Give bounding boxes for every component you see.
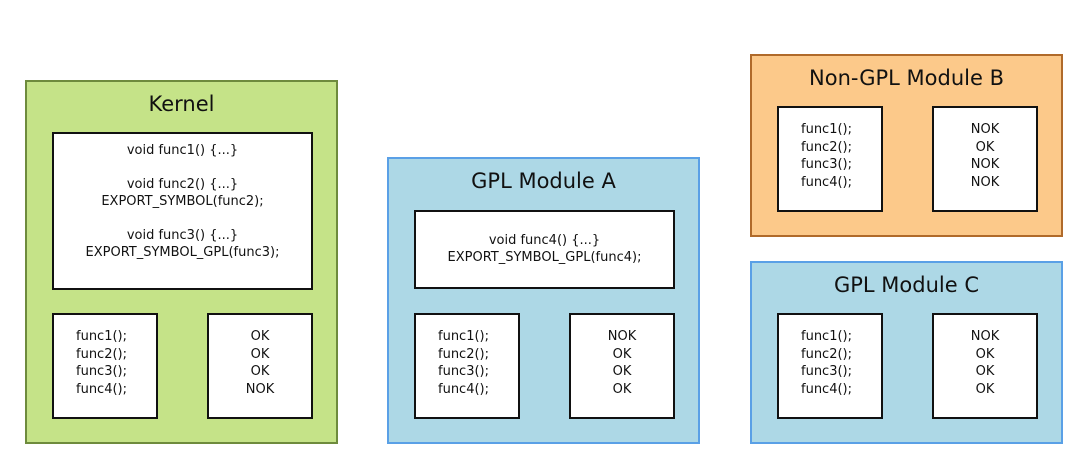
kernel-code-box: void func1() {...} void func2() {...} EX… (52, 132, 313, 290)
code-line: void func1() {...} (126, 143, 239, 158)
gpl-module-c-status-box: NOK OK OK OK (932, 313, 1038, 419)
call-item: func2(); (76, 346, 127, 362)
status-item: NOK (245, 381, 275, 397)
gpl-module-a-code-box: void func4() {...} EXPORT_SYMBOL_GPL(fun… (414, 210, 675, 289)
gpl-module-c: GPL Module C func1(); func2(); func3(); … (750, 261, 1063, 444)
gpl-module-c-title: GPL Module C (833, 273, 979, 297)
status-item: OK (612, 381, 632, 397)
status-item: OK (250, 346, 270, 362)
status-item: OK (612, 346, 632, 362)
status-item: NOK (970, 122, 1000, 137)
call-item: func1(); (801, 122, 852, 137)
gpl-module-c-calls-box: func1(); func2(); func3(); func4(); (777, 313, 883, 419)
call-item: func3(); (76, 364, 127, 379)
kernel-title: Kernel (148, 92, 215, 116)
status-item: OK (250, 364, 270, 379)
call-item: func4(); (801, 174, 852, 190)
kernel-module: Kernel void func1() {...} void func2() {… (25, 80, 338, 444)
status-item: OK (975, 139, 995, 155)
non-gpl-module-b-title: Non-GPL Module B (809, 66, 1004, 90)
status-item: OK (612, 364, 632, 379)
status-item: OK (975, 381, 995, 397)
status-item: NOK (970, 329, 1000, 344)
call-item: func3(); (438, 364, 489, 379)
call-item: func4(); (438, 381, 489, 397)
code-line: EXPORT_SYMBOL_GPL(func4); (447, 250, 642, 265)
gpl-module-a-status-box: NOK OK OK OK (569, 313, 675, 419)
code-line: EXPORT_SYMBOL_GPL(func3); (85, 245, 280, 260)
non-gpl-module-b-calls-box: func1(); func2(); func3(); func4(); (777, 106, 883, 212)
code-line: EXPORT_SYMBOL(func2); (101, 194, 264, 209)
call-item: func3(); (801, 157, 852, 172)
gpl-module-a-calls-box: func1(); func2(); func3(); func4(); (414, 313, 520, 419)
non-gpl-module-b: Non-GPL Module B func1(); func2(); func3… (750, 54, 1063, 237)
status-item: OK (975, 364, 995, 379)
status-item: NOK (970, 174, 1000, 190)
call-item: func1(); (76, 329, 127, 344)
call-item: func4(); (801, 381, 852, 397)
call-item: func2(); (801, 346, 852, 362)
status-item: NOK (607, 329, 637, 344)
status-item: OK (975, 346, 995, 362)
call-item: func2(); (438, 346, 489, 362)
status-item: OK (250, 329, 270, 344)
code-line: void func4() {...} (488, 233, 601, 248)
code-line: void func2() {...} (126, 177, 239, 192)
kernel-status-box: OK OK OK NOK (207, 313, 313, 419)
call-item: func1(); (438, 329, 489, 344)
non-gpl-module-b-status-box: NOK OK NOK NOK (932, 106, 1038, 212)
call-item: func2(); (801, 139, 852, 155)
call-item: func1(); (801, 329, 852, 344)
gpl-module-a: GPL Module A void func4() {...} EXPORT_S… (387, 157, 700, 444)
call-item: func3(); (801, 364, 852, 379)
call-item: func4(); (76, 381, 127, 397)
kernel-calls-box: func1(); func2(); func3(); func4(); (52, 313, 158, 419)
gpl-module-a-title: GPL Module A (471, 169, 616, 193)
code-line: void func3() {...} (126, 228, 239, 243)
status-item: NOK (970, 157, 1000, 172)
